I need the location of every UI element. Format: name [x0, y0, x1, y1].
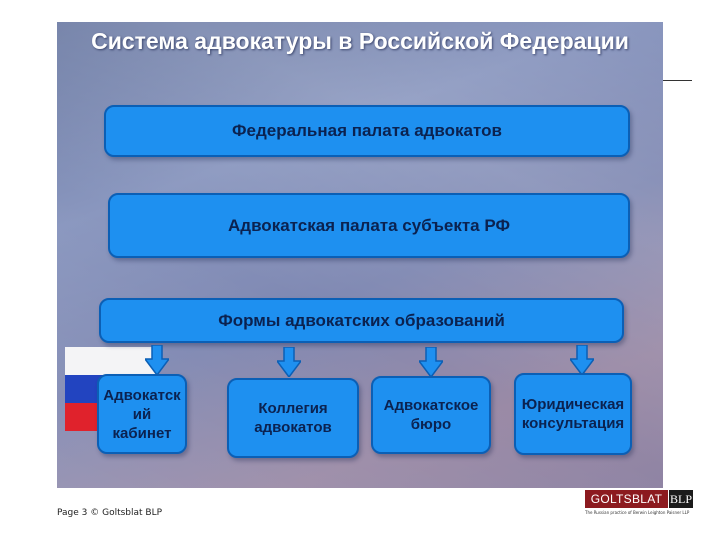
- arrow-down-icon: [570, 345, 594, 375]
- page-footer: Page 3 © Goltsblat BLP: [57, 508, 163, 518]
- slide-title: Система адвокатуры в Российской Федераци…: [91, 28, 629, 54]
- logo-tagline: The Russian practice of Berwin Leighton …: [585, 510, 690, 515]
- arrow-down-icon: [419, 347, 443, 377]
- arrow-down-icon: [277, 347, 301, 377]
- logo-suffix: BLP: [668, 490, 693, 508]
- slide-image: Система адвокатуры в Российской Федераци…: [57, 22, 663, 488]
- arrow-down-icon: [145, 345, 169, 375]
- regional-chamber-box: Адвокатская палата субъекта РФ: [108, 193, 630, 258]
- federal-chamber-box: Федеральная палата адвокатов: [104, 105, 630, 157]
- form-box-cabinet: Адвокатск ий кабинет: [97, 374, 187, 454]
- forms-box: Формы адвокатских образований: [99, 298, 624, 343]
- goltsblat-logo: GOLTSBLAT BLP: [585, 490, 693, 508]
- form-box-consultation: Юридическая консультация: [514, 373, 632, 455]
- logo-name: GOLTSBLAT: [585, 490, 668, 508]
- form-box-bureau: Адвокатское бюро: [371, 376, 491, 454]
- form-box-collegium: Коллегия адвокатов: [227, 378, 359, 458]
